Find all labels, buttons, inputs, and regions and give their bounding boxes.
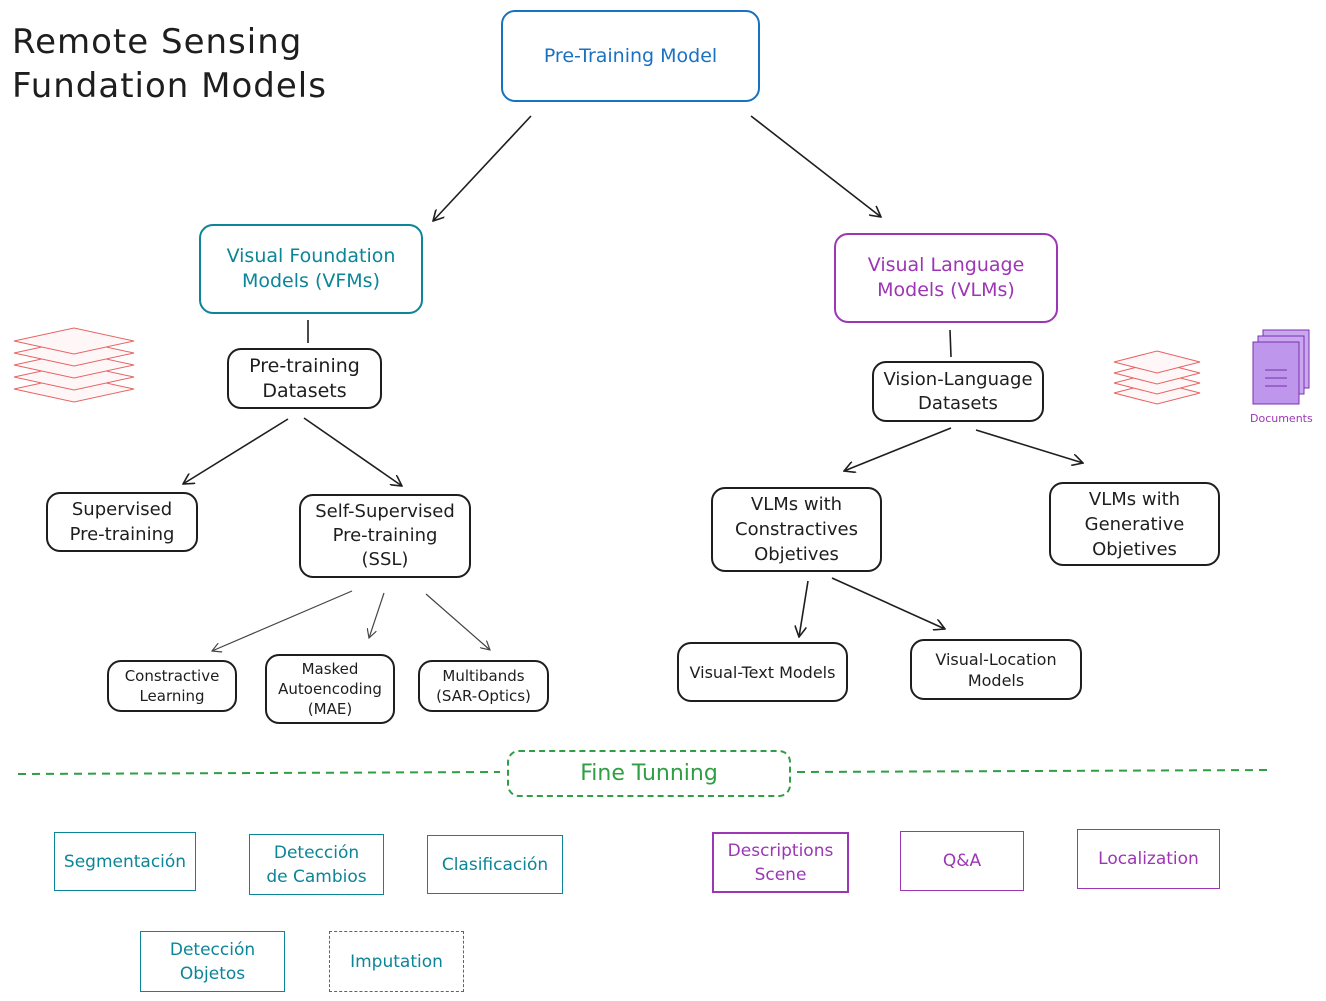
arrow-contrastive-to-visual-text: [799, 580, 809, 637]
node-multibands[interactable]: Multibands (SAR-Optics): [418, 660, 549, 712]
task-deteccion-objetos[interactable]: Detección Objetos: [140, 931, 285, 992]
task-deteccion-cambios[interactable]: Detección de Cambios: [249, 834, 384, 895]
task-segmentacion[interactable]: Segmentación: [54, 832, 196, 891]
node-vlm-contrastive[interactable]: VLMs with Constractives Objetives: [711, 487, 882, 572]
fine-tuning-divider-left: [17, 771, 501, 775]
arrow-ssl-to-constractive: [212, 590, 353, 651]
task-descriptions-scene[interactable]: Descriptions Scene: [712, 832, 849, 893]
diagram-title-line-2: Fundation Models: [12, 66, 327, 106]
node-vlm-generative[interactable]: VLMs with Generative Objetives: [1049, 482, 1220, 566]
diagram-title: Remote Sensing Fundation Models: [12, 20, 327, 108]
arrow-datasets-to-supervised: [183, 418, 289, 484]
node-pretraining-model[interactable]: Pre-Training Model: [501, 10, 760, 102]
arrow-vldatasets-to-contrastive: [844, 427, 952, 471]
node-vfm[interactable]: Visual Foundation Models (VFMs): [199, 224, 423, 314]
node-vlm[interactable]: Visual Language Models (VLMs): [834, 233, 1058, 323]
layers-icon-right: [1113, 350, 1201, 405]
node-self-supervised[interactable]: Self-Supervised Pre-training (SSL): [299, 494, 471, 578]
fine-tuning-divider-right: [796, 769, 1271, 773]
line-vlm-to-datasets: [949, 329, 952, 358]
node-supervised-pretraining[interactable]: Supervised Pre-training: [46, 492, 198, 552]
node-visual-text-models[interactable]: Visual-Text Models: [677, 642, 848, 702]
node-fine-tuning[interactable]: Fine Tunning: [507, 750, 791, 797]
arrow-pretraining-to-vfm: [433, 115, 532, 221]
node-pretraining-datasets[interactable]: Pre-training Datasets: [227, 348, 382, 409]
task-clasificacion[interactable]: Clasificación: [427, 835, 563, 894]
task-localization[interactable]: Localization: [1077, 829, 1220, 889]
arrow-ssl-to-mae: [369, 592, 385, 638]
node-vision-language-datasets[interactable]: Vision-Language Datasets: [872, 361, 1044, 422]
arrow-datasets-to-ssl: [303, 417, 402, 486]
node-visual-location-models[interactable]: Visual-Location Models: [910, 639, 1082, 700]
layers-icon-left: [13, 327, 135, 403]
documents-label: Documents: [1250, 412, 1313, 425]
node-masked-autoencoding[interactable]: Masked Autoencoding (MAE): [265, 654, 395, 724]
node-constractive-learning[interactable]: Constractive Learning: [107, 660, 237, 712]
task-qa[interactable]: Q&A: [900, 831, 1024, 891]
arrow-pretraining-to-vlm: [750, 115, 881, 217]
arrow-contrastive-to-visual-location: [831, 577, 945, 629]
diagram-title-line-1: Remote Sensing: [12, 22, 303, 62]
task-imputation[interactable]: Imputation: [329, 931, 464, 992]
arrow-ssl-to-multibands: [425, 593, 490, 650]
arrow-vldatasets-to-generative: [975, 429, 1083, 463]
documents-icon: [1252, 329, 1310, 405]
